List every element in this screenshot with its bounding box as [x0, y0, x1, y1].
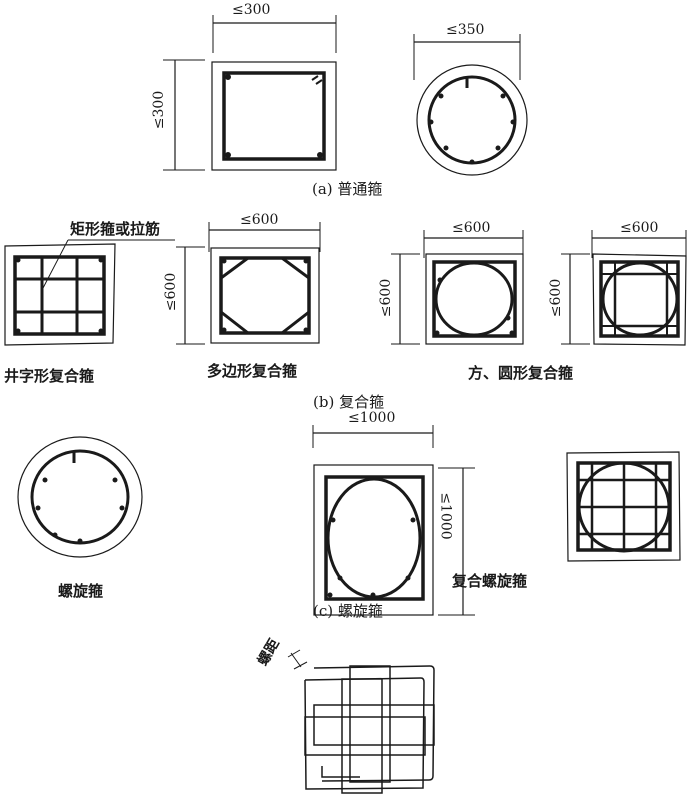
c-composite-spiral-stirrup-2: [566, 451, 681, 562]
section-b-caption: (b) 复合箍: [313, 393, 385, 411]
a-square-height-dim: ≤300: [151, 90, 168, 130]
b-sq-circle-1-height-dim: ≤600: [378, 278, 395, 318]
b-polygon-width-dim: ≤600: [240, 212, 279, 228]
a-square-width-dim: ≤300: [232, 2, 271, 18]
b-polygon-stirrup: [176, 222, 321, 345]
b-sq-circle-2-height-dim: ≤600: [548, 278, 565, 318]
section-c-caption: (c) 螺旋箍: [313, 602, 383, 620]
spiral-stirrup-label: 螺旋箍: [58, 582, 104, 600]
polygon-stirrup-label: 多边形复合箍: [207, 362, 298, 380]
b-sq-circle-1-width-dim: ≤600: [452, 220, 491, 236]
c-composite-height-dim: ≤1000: [437, 492, 454, 540]
b-grid-stirrup: [4, 239, 175, 346]
grid-callout-label: 矩形箍或拉筋: [70, 220, 161, 238]
a-square-stirrup: [163, 15, 337, 171]
c-composite-width-dim: ≤1000: [348, 410, 396, 426]
b-polygon-height-dim: ≤600: [163, 272, 180, 312]
b-sq-circle-2-width-dim: ≤600: [620, 220, 659, 236]
a-circle-width-dim: ≤350: [446, 22, 485, 38]
b-square-circle-stirrup-1: [391, 230, 524, 345]
composite-spiral-stirrup-label: 复合螺旋箍: [452, 572, 528, 590]
section-a-caption: (a) 普通箍: [312, 180, 383, 198]
grid-stirrup-label: 井字形复合箍: [4, 367, 95, 385]
b-square-circle-stirrup-2: [561, 230, 687, 346]
spiral-pitch-illustration: [287, 649, 435, 794]
a-circle-stirrup: [413, 34, 528, 176]
square-circle-stirrup-label: 方、圆形复合箍: [468, 364, 574, 382]
